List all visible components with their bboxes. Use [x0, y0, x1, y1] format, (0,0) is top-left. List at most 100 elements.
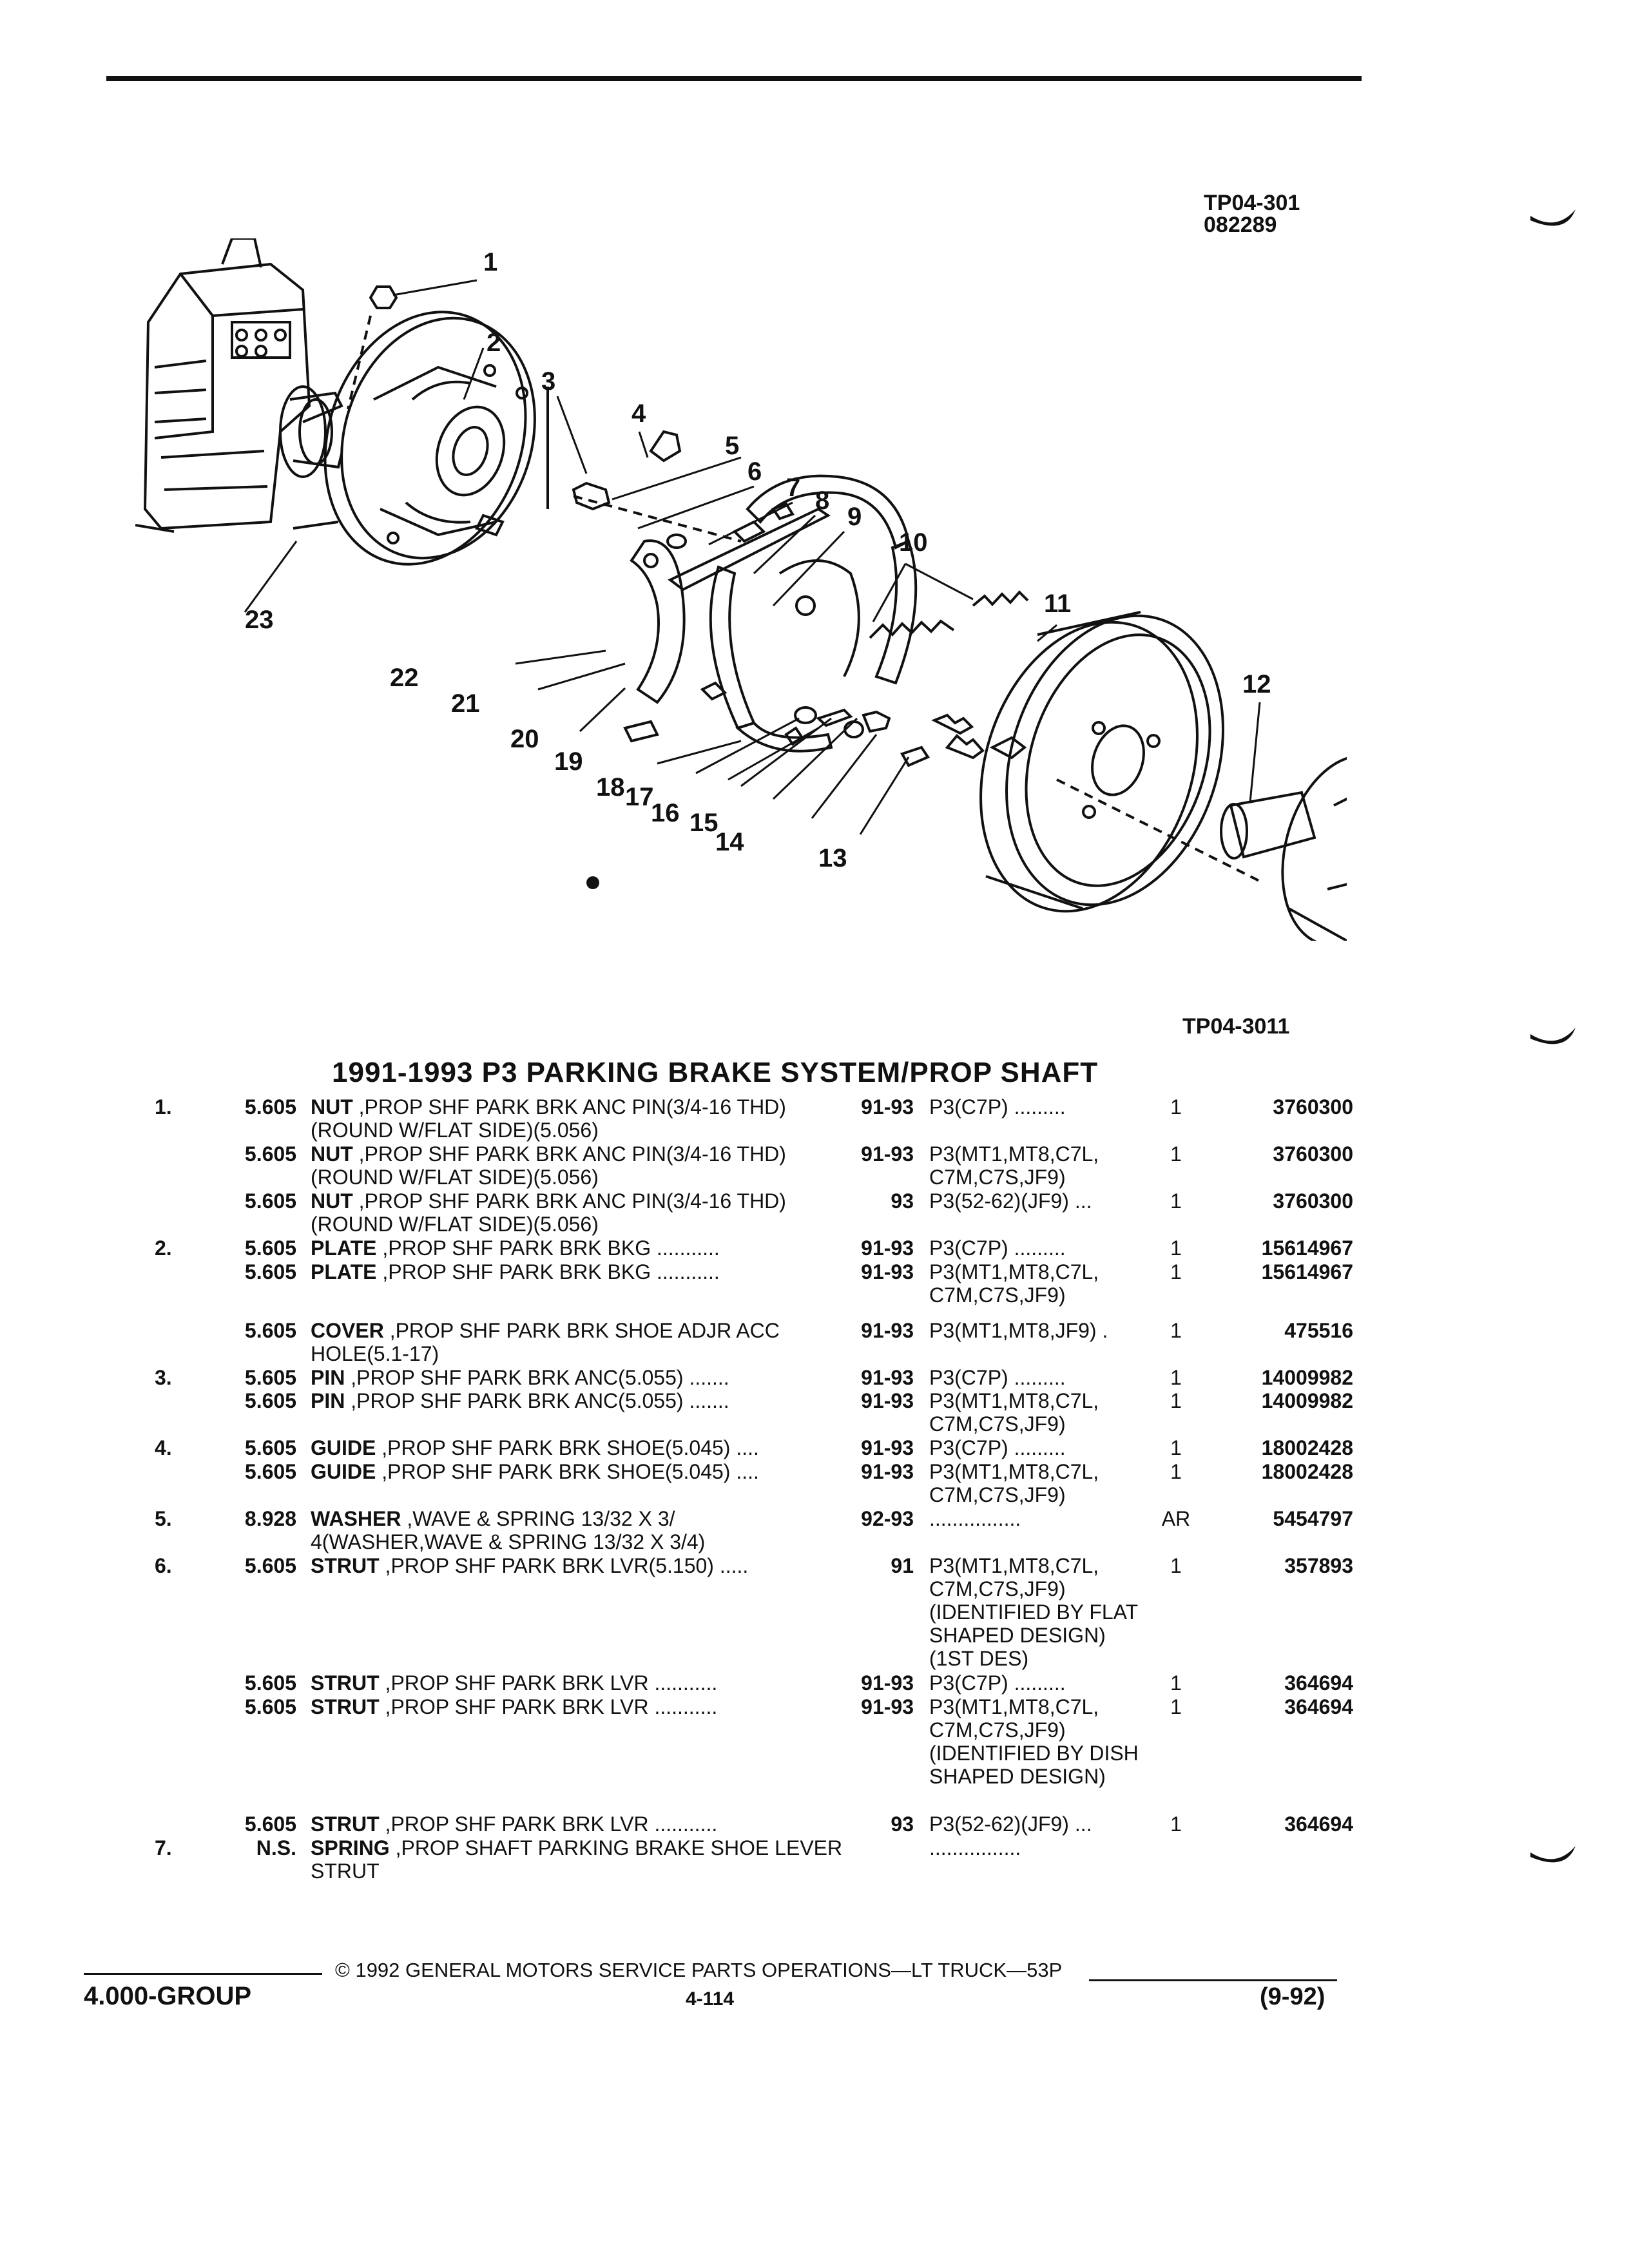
model-applicability: P3(C7P) ......... — [929, 1095, 1066, 1119]
callout-13: 13 — [818, 844, 847, 872]
model-years: 93 — [891, 1189, 914, 1213]
quantity: 1 — [1170, 1459, 1182, 1483]
callout-15: 15 — [689, 809, 718, 837]
part-detail: ,PROP SHF PARK BRK SHOE(5.045) .... — [376, 1459, 759, 1483]
item-number: 3. — [155, 1365, 172, 1389]
parts-row: 5.605 NUT ,PROP SHF PARK BRK ANC PIN(3/4… — [0, 1142, 1629, 1189]
section-number: 5.605 — [244, 1260, 296, 1283]
section-number: 5.605 — [244, 1095, 296, 1119]
section-number: 5.605 — [244, 1459, 296, 1483]
part-number: 3760300 — [1273, 1189, 1353, 1213]
part-detail: ,PROP SHF PARK BRK ANC PIN(3/4-16 THD)(R… — [311, 1189, 786, 1236]
model-applicability: P3(MT1,MT8,C7L, C7M,C7S,JF9) — [929, 1260, 1099, 1307]
callout-11: 11 — [1044, 590, 1071, 618]
model-applicability: P3(C7P) ......... — [929, 1365, 1066, 1389]
callout-14: 14 — [715, 828, 744, 856]
model-years: 91 — [891, 1553, 914, 1577]
guide-illustration — [649, 430, 682, 463]
part-detail: ,PROP SHF PARK BRK SHOE(5.045) .... — [376, 1436, 759, 1460]
callout-19: 19 — [554, 747, 583, 776]
parts-row: 5.605 STRUT ,PROP SHF PARK BRK LVR .....… — [0, 1695, 1629, 1813]
quantity: AR — [1161, 1506, 1191, 1530]
part-description: NUT ,PROP SHF PARK BRK ANC PIN(3/4-16 TH… — [311, 1189, 845, 1236]
section-number: 5.605 — [244, 1318, 296, 1342]
part-name: SPRING — [311, 1836, 390, 1860]
part-number: 364694 — [1284, 1671, 1353, 1695]
part-number: 357893 — [1284, 1553, 1353, 1577]
callout-5: 5 — [725, 432, 739, 460]
section-number: 5.605 — [244, 1436, 296, 1460]
section-number: 5.605 — [244, 1553, 296, 1577]
model-applicability: P3(MT1,MT8,C7L, C7M,C7S,JF9) (IDENTIFIED… — [929, 1695, 1139, 1788]
model-years: 93 — [891, 1812, 914, 1836]
part-detail: ,PROP SHF PARK BRK ANC PIN(3/4-16 THD)(R… — [311, 1142, 786, 1189]
section-number: 5.605 — [244, 1671, 296, 1695]
part-name: PIN — [311, 1365, 345, 1389]
parts-row: 5.605 NUT ,PROP SHF PARK BRK ANC PIN(3/4… — [0, 1189, 1629, 1236]
quantity: 1 — [1170, 1318, 1182, 1342]
part-detail: ,PROP SHF PARK BRK LVR ........... — [379, 1671, 718, 1695]
section-number: 5.605 — [244, 1189, 296, 1213]
part-description: PIN ,PROP SHF PARK BRK ANC(5.055) ......… — [311, 1389, 845, 1412]
part-number: 3760300 — [1273, 1142, 1353, 1166]
item-number: 6. — [155, 1553, 172, 1577]
callout-21: 21 — [451, 689, 480, 718]
quantity: 1 — [1170, 1389, 1182, 1413]
part-number: 364694 — [1284, 1695, 1353, 1718]
page-number: 4-114 — [686, 1988, 735, 2010]
part-detail: ,PROP SHF PARK BRK ANC(5.055) ....... — [345, 1365, 729, 1389]
part-number: 15614967 — [1261, 1236, 1353, 1260]
parts-row: 3. 5.605 PIN ,PROP SHF PARK BRK ANC(5.05… — [0, 1366, 1629, 1390]
model-applicability: ................ — [929, 1506, 1021, 1530]
model-applicability: P3(52-62)(JF9) ... — [929, 1189, 1092, 1213]
model-applicability: P3(C7P) ......... — [929, 1671, 1066, 1695]
parts-row: 5.605 STRUT ,PROP SHF PARK BRK LVR .....… — [0, 1812, 1629, 1836]
part-detail: ,PROP SHAFT PARKING BRAKE SHOE LEVER STR… — [311, 1836, 843, 1883]
part-description: STRUT ,PROP SHF PARK BRK LVR(5.150) ....… — [311, 1554, 845, 1577]
prop-shaft-yoke-illustration — [1220, 754, 1347, 941]
parts-row: 5.605 GUIDE ,PROP SHF PARK BRK SHOE(5.04… — [0, 1460, 1629, 1507]
callout-17: 17 — [625, 783, 654, 811]
parts-row: 7. N.S. SPRING ,PROP SHAFT PARKING BRAKE… — [0, 1836, 1629, 1883]
model-years: 92-93 — [861, 1506, 914, 1530]
footer-rule-right — [1089, 1979, 1337, 1981]
backing-plate-illustration — [323, 311, 549, 566]
model-years: 91-93 — [861, 1695, 914, 1718]
model-years: 91-93 — [861, 1142, 914, 1166]
part-description: NUT ,PROP SHF PARK BRK ANC PIN(3/4-16 TH… — [311, 1095, 845, 1142]
parts-row: 1. 5.605 NUT ,PROP SHF PARK BRK ANC PIN(… — [0, 1095, 1629, 1142]
part-number: 14009982 — [1261, 1389, 1353, 1413]
part-description: NUT ,PROP SHF PARK BRK ANC PIN(3/4-16 TH… — [311, 1142, 845, 1189]
parts-row: 5. 8.928 WASHER ,WAVE & SPRING 13/32 X 3… — [0, 1507, 1629, 1554]
exploded-parts-diagram: 1 2 3 4 5 6 7 8 9 10 11 12 13 14 15 16 1… — [135, 238, 1347, 941]
callout-6: 6 — [747, 457, 762, 486]
quantity: 1 — [1170, 1436, 1182, 1460]
part-description: STRUT ,PROP SHF PARK BRK LVR ........... — [311, 1695, 845, 1718]
part-name: NUT — [311, 1095, 353, 1119]
revision-date: (9-92) — [1260, 1983, 1325, 2010]
transmission-housing-illustration — [135, 238, 343, 533]
item-number: 7. — [155, 1836, 172, 1860]
footer-rule-left — [84, 1973, 322, 1975]
model-years: 91-93 — [861, 1365, 914, 1389]
quantity: 1 — [1170, 1189, 1182, 1213]
part-number: 475516 — [1284, 1318, 1353, 1342]
part-description: GUIDE ,PROP SHF PARK BRK SHOE(5.045) ...… — [311, 1460, 845, 1483]
part-description: STRUT ,PROP SHF PARK BRK LVR ........... — [311, 1812, 845, 1836]
top-rule — [106, 76, 1362, 81]
callout-18: 18 — [596, 773, 625, 802]
part-name: PIN — [311, 1389, 345, 1413]
section-number: N.S. — [256, 1836, 296, 1860]
callout-3: 3 — [541, 367, 555, 396]
callout-9: 9 — [847, 503, 862, 531]
catalog-title: 1991-1993 P3 PARKING BRAKE SYSTEM/PROP S… — [332, 1057, 1099, 1088]
part-number: 18002428 — [1261, 1459, 1353, 1483]
model-years: 91-93 — [861, 1671, 914, 1695]
model-years: 91-93 — [861, 1236, 914, 1260]
model-years: 91-93 — [861, 1389, 914, 1413]
quantity: 1 — [1170, 1365, 1182, 1389]
parts-row: 5.605 COVER ,PROP SHF PARK BRK SHOE ADJR… — [0, 1319, 1629, 1366]
binder-mark-bottom — [1530, 1846, 1576, 1863]
callout-23: 23 — [245, 606, 274, 634]
model-applicability: ................ — [929, 1836, 1021, 1860]
